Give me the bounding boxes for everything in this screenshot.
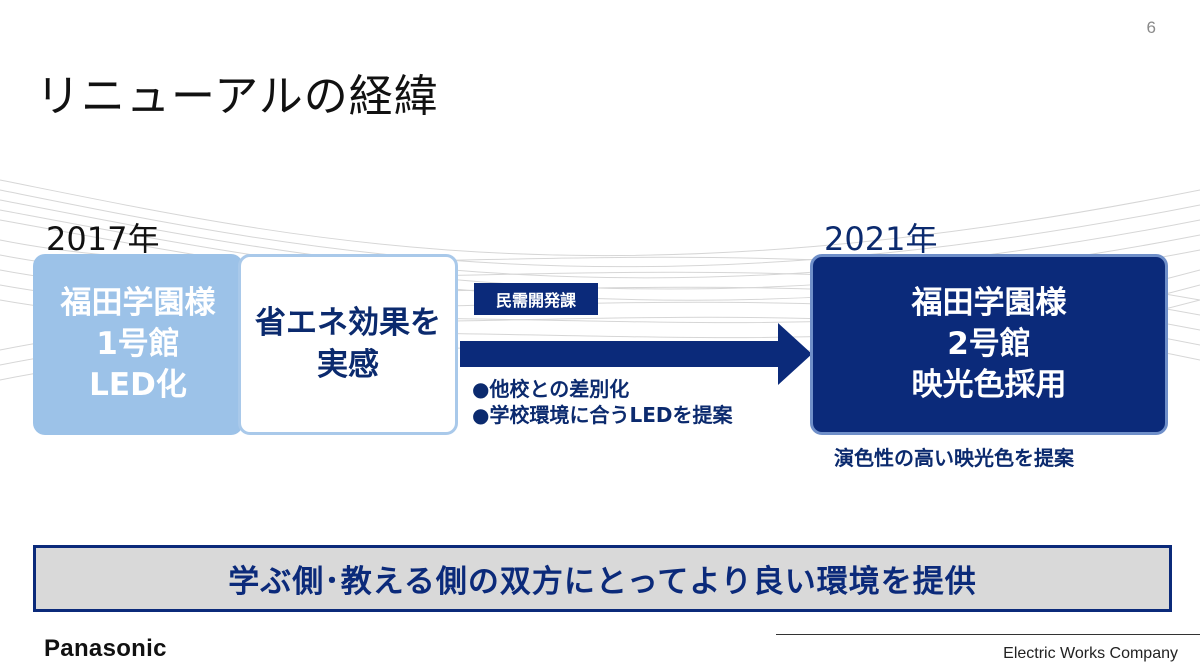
slide-title: リニューアルの経緯 <box>36 71 439 122</box>
summary-banner: 学ぶ側･教える側の双方にとってより良い環境を提供 <box>33 545 1172 612</box>
effect-line: 省エネ効果を <box>255 304 441 341</box>
bullet-item: ●学校環境に合うLEDを提案 <box>472 403 733 428</box>
start-year-label: 2017年 <box>46 220 160 258</box>
panasonic-logo: Panasonic <box>44 635 167 662</box>
building1-line: 福田学園様 <box>60 285 216 322</box>
end-year-label: 2021年 <box>824 220 938 258</box>
department-badge: 民需開発課 <box>474 283 598 315</box>
energy-saving-effect-box: 省エネ効果を 実感 <box>238 254 458 435</box>
color-rendering-note: 演色性の高い映光色を提案 <box>834 446 1074 470</box>
building2-line: 福田学園様 <box>911 285 1067 322</box>
building1-line: 1号館 <box>96 326 180 363</box>
building1-line: LED化 <box>89 366 187 403</box>
page-number: 6 <box>1146 18 1156 37</box>
company-name: Electric Works Company <box>1003 645 1178 662</box>
bullet-item: ●他校との差別化 <box>472 377 630 401</box>
summary-text: 学ぶ側･教える側の双方にとってより良い環境を提供 <box>228 564 977 600</box>
effect-line: 実感 <box>317 346 379 383</box>
footer-divider <box>776 634 1200 635</box>
building2-color-box: 福田学園様 2号館 映光色採用 <box>810 254 1168 435</box>
building2-line: 映光色採用 <box>911 366 1067 403</box>
proposal-bullet-list: ●他校との差別化 ●学校環境に合うLEDを提案 <box>472 376 732 429</box>
right-arrow-icon <box>460 323 812 385</box>
building2-line: 2号館 <box>947 326 1031 363</box>
building1-led-box: 福田学園様 1号館 LED化 <box>33 254 243 435</box>
